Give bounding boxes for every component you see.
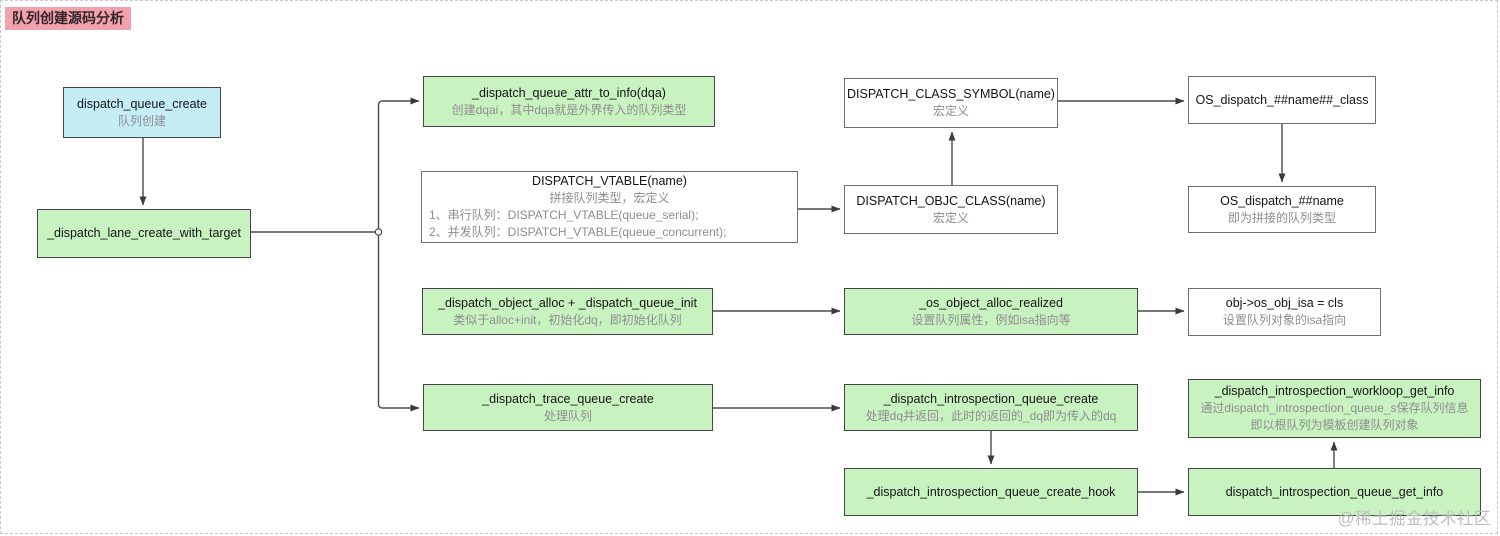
node-subtitle: 通过dispatch_introspection_queue_s保存队列信息 [1200, 401, 1469, 415]
node-obj-os-obj-isa: obj->os_obj_isa = cls 设置队列对象的isa指向 [1188, 288, 1381, 336]
node-title: _dispatch_trace_queue_create [482, 391, 654, 406]
node-dispatch-introspection-queue-create: _dispatch_introspection_queue_create 处理d… [844, 384, 1138, 431]
node-subtitle: 处理dq并返回，此时的返回的_dq即为传入的dq [865, 408, 1117, 423]
node-dispatch-introspection-queue-create-hook: _dispatch_introspection_queue_create_hoo… [844, 468, 1138, 516]
node-title: DISPATCH_VTABLE(name) [532, 174, 687, 188]
node-dispatch-queue-attr-to-info: _dispatch_queue_attr_to_info(dqa) 创建dqai… [423, 76, 715, 127]
connector-junction-to-trace [377, 235, 420, 412]
node-subtitle: 即为拼接的队列类型 [1227, 210, 1336, 225]
node-title: dispatch_queue_create [77, 96, 207, 111]
node-title: OS_dispatch_##name##_class [1195, 92, 1369, 107]
node-subtitle: 设置队列属性，例如isa指向等 [911, 312, 1071, 327]
node-subtitle: 处理队列 [543, 408, 592, 423]
node-dispatch-class-symbol: DISPATCH_CLASS_SYMBOL(name) 宏定义 [844, 78, 1058, 128]
node-dispatch-lane-create-with-target: _dispatch_lane_create_with_target [37, 209, 251, 258]
node-dispatch-objc-class: DISPATCH_OBJC_CLASS(name) 宏定义 [844, 185, 1058, 234]
node-dispatch-queue-create: dispatch_queue_create 队列创建 [63, 87, 221, 138]
node-title: _dispatch_introspection_queue_create_hoo… [866, 484, 1116, 499]
node-dispatch-introspection-workloop-get-info: _dispatch_introspection_workloop_get_inf… [1188, 379, 1481, 438]
node-subtitle: 即以根队列为模板创建队列对象 [1250, 418, 1419, 432]
node-subtitle: 类似于alloc+init，初始化dq，即初始化队列 [453, 312, 682, 327]
node-subtitle: 宏定义 [932, 210, 969, 225]
node-title: OS_dispatch_##name [1220, 193, 1344, 208]
connector-junction-to-attrinfo [377, 97, 420, 229]
node-title: _dispatch_lane_create_with_target [47, 226, 241, 240]
node-subtitle: 宏定义 [932, 104, 969, 118]
node-subtitle: 队列创建 [117, 113, 166, 128]
node-subtitle: 设置队列对象的isa指向 [1222, 313, 1347, 327]
node-dispatch-trace-queue-create: _dispatch_trace_queue_create 处理队列 [423, 384, 713, 431]
node-list-item: 2、并发队列：DISPATCH_VTABLE(queue_concurrent)… [429, 225, 727, 239]
node-title: _dispatch_queue_attr_to_info(dqa) [472, 85, 666, 100]
node-title: _dispatch_introspection_queue_create [883, 391, 1099, 406]
watermark: @稀土掘金技术社区 [1337, 510, 1491, 528]
node-title: _dispatch_introspection_workloop_get_inf… [1214, 384, 1455, 398]
node-list-item: 1、串行队列：DISPATCH_VTABLE(queue_serial); [429, 208, 699, 222]
node-dispatch-introspection-queue-get-info: dispatch_introspection_queue_get_info [1188, 468, 1481, 516]
node-title: _os_object_alloc_realized [919, 295, 1063, 310]
node-title: dispatch_introspection_queue_get_info [1225, 484, 1444, 499]
node-subtitle: 拼接队列类型，宏定义 [549, 191, 670, 205]
node-dispatch-object-alloc-queue-init: _dispatch_object_alloc + _dispatch_queue… [422, 288, 713, 335]
node-os-object-alloc-realized: _os_object_alloc_realized 设置队列属性，例如isa指向… [844, 288, 1138, 335]
node-title: DISPATCH_OBJC_CLASS(name) [856, 193, 1046, 208]
node-dispatch-vtable: DISPATCH_VTABLE(name) 拼接队列类型，宏定义 1、串行队列：… [421, 171, 798, 243]
node-title: _dispatch_object_alloc + _dispatch_queue… [438, 295, 697, 310]
node-subtitle: 创建dqai，其中dqa就是外界传入的队列类型 [451, 102, 687, 117]
node-os-dispatch-name: OS_dispatch_##name 即为拼接的队列类型 [1188, 186, 1376, 233]
node-title: DISPATCH_CLASS_SYMBOL(name) [847, 87, 1055, 101]
node-os-dispatch-name-class: OS_dispatch_##name##_class [1188, 76, 1376, 124]
node-title: obj->os_obj_isa = cls [1225, 296, 1344, 310]
branch-junction-dot [374, 228, 383, 236]
page-title: 队列创建源码分析 [5, 7, 131, 30]
